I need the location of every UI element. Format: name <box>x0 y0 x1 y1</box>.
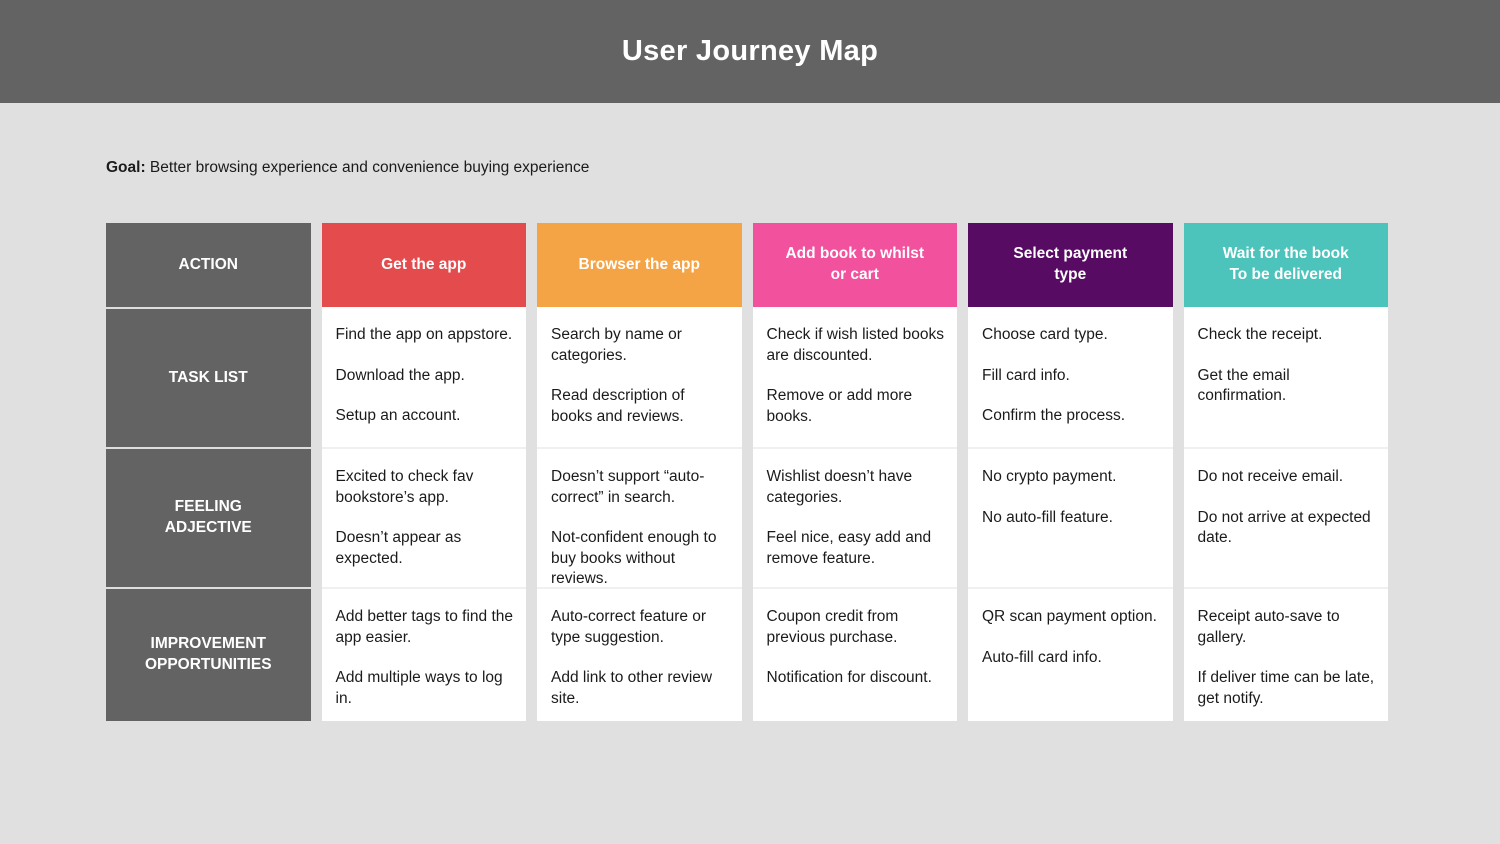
page-title: User Journey Map <box>621 35 879 67</box>
stage-header-select-payment: Select payment type <box>968 223 1173 307</box>
improvement-item: Auto-fill card info. <box>982 648 1102 666</box>
stage-header-browser-the-app: Browser the app <box>537 223 742 307</box>
improvement-cell-get-the-app: Add better tags to find the app easier. … <box>321 587 526 721</box>
feeling-item: No crypto payment. <box>982 468 1117 485</box>
task-cell-add-book: Check if wish listed books are discounte… <box>752 307 957 447</box>
goal-label: Goal: <box>106 159 146 176</box>
row-label-action: ACTION <box>106 223 311 307</box>
task-item: Download the app. <box>335 366 465 384</box>
feeling-item: Feel nice, easy add and remove feature. <box>766 529 932 567</box>
task-item: Get the email confirmation. <box>1197 366 1290 405</box>
feeling-item: Do not arrive at expected date. <box>1197 508 1371 547</box>
goal-statement: Goal: Better browsing experience and con… <box>106 159 1500 177</box>
title-banner: User Journey Map <box>0 0 1500 103</box>
feeling-cell-get-the-app: Excited to check fav bookstore’s app. Do… <box>321 447 526 587</box>
feeling-cell-browser-the-app: Doesn’t support “auto-correct” in search… <box>537 447 742 587</box>
task-item: Check the receipt. <box>1197 326 1323 343</box>
task-item: Choose card type. <box>982 326 1108 343</box>
stage-header-get-the-app: Get the app <box>321 223 526 307</box>
task-cell-get-the-app: Find the app on appstore. Download the a… <box>321 307 526 447</box>
feeling-cell-select-payment: No crypto payment. No auto-fill feature. <box>968 447 1173 587</box>
feeling-cell-wait-delivery: Do not receive email. Do not arrive at e… <box>1183 447 1388 587</box>
task-cell-browser-the-app: Search by name or categories. Read descr… <box>537 307 742 447</box>
improvement-item: Receipt auto-save to gallery. <box>1197 608 1340 646</box>
task-item: Read description of books and reviews. <box>551 387 685 425</box>
task-item: Setup an account. <box>335 407 461 425</box>
task-item: Find the app on appstore. <box>335 326 513 343</box>
improvement-cell-add-book: Coupon credit from previous purchase. No… <box>752 587 957 721</box>
task-item: Confirm the process. <box>982 407 1125 425</box>
journey-map-table: ACTION Get the app Browser the app Add b… <box>106 223 1388 721</box>
improvement-cell-select-payment: QR scan payment option. Auto-fill card i… <box>968 587 1173 721</box>
stage-header-wait-delivery: Wait for the book To be delivered <box>1183 223 1388 307</box>
goal-text: Better browsing experience and convenien… <box>145 159 590 176</box>
feeling-item: No auto-fill feature. <box>982 508 1113 526</box>
row-label-task-list: TASK LIST <box>106 307 311 447</box>
feeling-item: Doesn’t support “auto-correct” in search… <box>551 468 705 506</box>
improvement-item: QR scan payment option. <box>982 608 1157 625</box>
row-label-improvement: IMPROVEMENT OPPORTUNITIES <box>106 587 311 721</box>
task-item: Check if wish listed books are discounte… <box>766 326 944 364</box>
task-cell-select-payment: Choose card type. Fill card info. Confir… <box>968 307 1173 447</box>
improvement-item: Add multiple ways to log in. <box>335 669 503 707</box>
task-item: Search by name or categories. <box>551 326 682 364</box>
feeling-item: Not-confident enough to buy books withou… <box>551 529 717 587</box>
improvement-cell-wait-delivery: Receipt auto-save to gallery. If deliver… <box>1183 587 1388 721</box>
improvement-item: Add better tags to find the app easier. <box>335 608 514 646</box>
feeling-cell-add-book: Wishlist doesn’t have categories. Feel n… <box>752 447 957 587</box>
feeling-item: Excited to check fav bookstore’s app. <box>335 468 474 506</box>
feeling-item: Do not receive email. <box>1197 468 1344 485</box>
stage-header-add-book: Add book to whilst or cart <box>752 223 957 307</box>
task-item: Remove or add more books. <box>766 387 913 425</box>
feeling-item: Doesn’t appear as expected. <box>335 529 462 567</box>
task-cell-wait-delivery: Check the receipt. Get the email confirm… <box>1183 307 1388 447</box>
improvement-item: If deliver time can be late, get notify. <box>1197 669 1375 707</box>
improvement-item: Notification for discount. <box>766 669 932 687</box>
improvement-item: Auto-correct feature or type suggestion. <box>551 608 707 646</box>
improvement-cell-browser-the-app: Auto-correct feature or type suggestion.… <box>537 587 742 721</box>
improvement-item: Coupon credit from previous purchase. <box>766 608 899 646</box>
improvement-item: Add link to other review site. <box>551 669 713 707</box>
feeling-item: Wishlist doesn’t have categories. <box>766 468 913 506</box>
row-label-feeling: FEELING ADJECTIVE <box>106 447 311 587</box>
task-item: Fill card info. <box>982 366 1070 384</box>
